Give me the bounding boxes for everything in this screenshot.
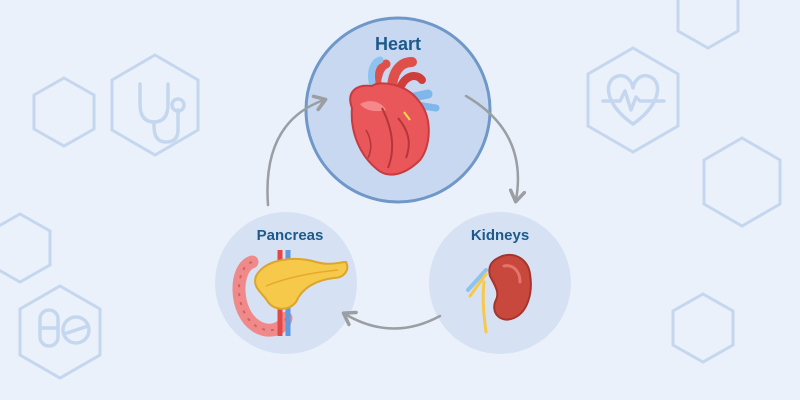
pancreas-icon — [232, 250, 349, 337]
heart-icon — [349, 56, 440, 176]
hexagon-icon — [32, 76, 96, 148]
hexagon-icon — [676, 0, 740, 50]
cycle-arrow-icon — [464, 94, 527, 204]
hexagon-icon — [702, 136, 782, 228]
pancreas-label: Pancreas — [256, 227, 324, 244]
hexagon-icon — [671, 292, 735, 364]
stethoscope-icon — [138, 82, 186, 144]
hexagon-icon — [110, 53, 200, 157]
hexagon-icon — [18, 284, 102, 380]
hexagon-icon — [586, 46, 680, 154]
kidneys-label: Kidneys — [470, 227, 530, 244]
background-decor — [0, 0, 782, 380]
heartbeat-icon — [601, 73, 666, 126]
heart-label: Heart — [374, 34, 422, 54]
cycle-arrow-icon — [266, 94, 328, 207]
cycle-arrows — [266, 94, 527, 330]
kidney-icon — [466, 253, 532, 334]
cycle-arrow-icon — [341, 310, 442, 330]
hexagon-icon — [0, 212, 52, 284]
pills-icon — [38, 308, 91, 348]
